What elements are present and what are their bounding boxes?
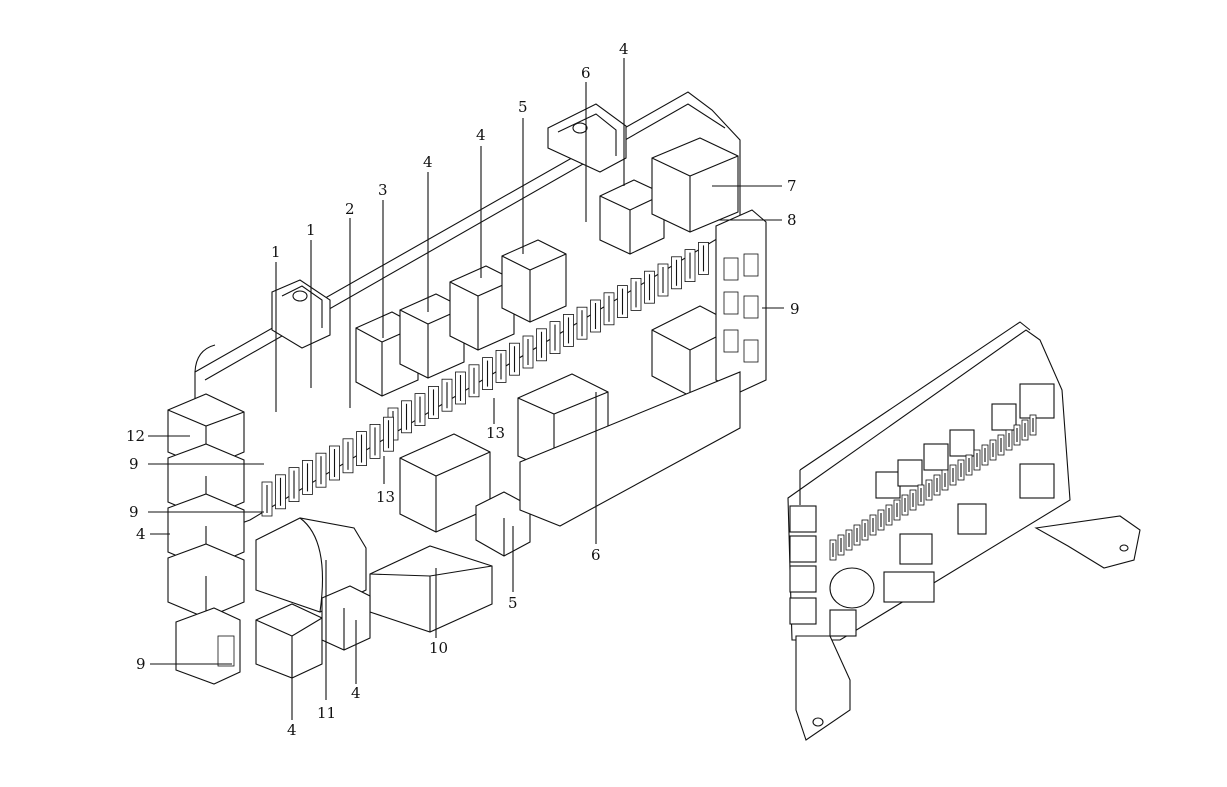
main-fuse-box [167,91,767,685]
fuse-row-upper [387,241,709,441]
callout-4c: 4 [619,40,629,58]
relay-5-lower [475,491,531,557]
relay-4-bottom-b [321,585,371,651]
callout-6b: 6 [591,546,601,564]
relay-left-5 [167,543,245,619]
callout-6a: 6 [581,64,591,82]
callout-1b: 1 [306,221,316,239]
callout-9c: 9 [129,503,139,521]
relay-12 [167,393,245,469]
base-rail [519,371,741,527]
relay-7 [651,137,739,233]
callout-4f: 4 [287,721,297,739]
callout-8: 8 [787,211,797,229]
relay-11-round [255,517,367,613]
module-10 [369,545,493,633]
callout-4b: 4 [476,126,486,144]
leader-lines [148,58,784,720]
callout-9b: 9 [129,455,139,473]
relay-5 [501,239,567,323]
callout-10: 10 [429,639,448,657]
callout-9a: 9 [790,300,800,318]
assembled-box-small-view [787,321,1141,741]
fuse-row-small [829,414,1037,561]
callout-5a: 5 [518,98,528,116]
fuse-row-lower [261,416,394,517]
callout-7: 7 [787,177,797,195]
connector-9-bottom [175,607,241,685]
callout-12: 12 [126,427,145,445]
callout-4a: 4 [423,153,433,171]
callout-5b: 5 [508,594,518,612]
connector-9-right [715,209,767,393]
callout-13a: 13 [376,488,395,506]
callout-2: 2 [345,200,355,218]
callout-9d: 9 [136,655,146,673]
callout-3: 3 [378,181,388,199]
callout-4d: 4 [136,525,146,543]
callout-labels: 1 1 2 3 4 4 5 6 4 7 8 9 12 9 9 4 9 13 13… [126,40,800,739]
relay-4-bottom [255,603,323,679]
callout-1a: 1 [271,243,281,261]
callout-4e: 4 [351,684,361,702]
callout-13b: 13 [486,424,505,442]
callout-11: 11 [317,704,336,722]
